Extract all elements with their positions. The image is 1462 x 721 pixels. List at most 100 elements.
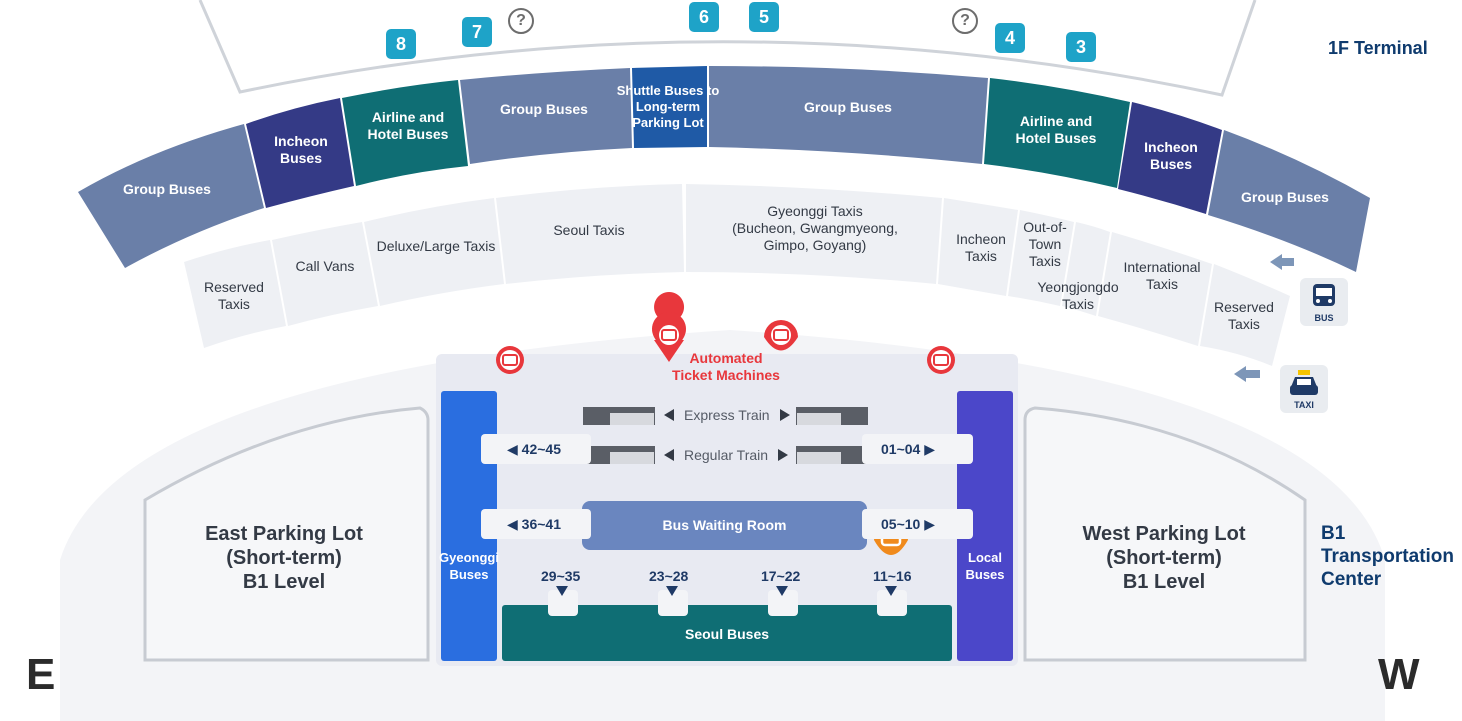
gyeonggi-taxis-label: Gyeonggi Taxis (Bucheon, Gwangmyeong, Gi… — [732, 202, 898, 253]
bay-bar-left-upper — [481, 434, 591, 464]
compass-west: W — [1378, 650, 1420, 699]
arrow-right-icon — [778, 449, 789, 461]
zone-group-buses-left[interactable] — [78, 124, 264, 268]
bay-bar-left-lower — [481, 509, 591, 539]
help-icon[interactable]: ? — [508, 8, 534, 34]
incheon-buses-left-label: Incheon Buses — [274, 133, 328, 166]
seoul-buses-label: Seoul Buses — [684, 625, 770, 642]
bus-waiting-room-label: Bus Waiting Room — [662, 517, 787, 533]
zone-airline-buses-right[interactable] — [984, 78, 1130, 188]
bay-17-22[interactable]: 17~22 — [761, 568, 801, 584]
bay-bar-right-upper — [862, 434, 973, 464]
gate-3-badge[interactable]: 3 — [1066, 32, 1096, 62]
deluxe-taxis-label: Deluxe/Large Taxis — [376, 237, 496, 254]
floor-label-1f: 1F Terminal — [1328, 38, 1428, 58]
call-vans-label: Call Vans — [295, 257, 355, 274]
bus-legend-icon[interactable]: BUS — [1300, 278, 1348, 326]
arrow-down-icon — [556, 586, 568, 596]
group-buses-right-label: Group Buses — [1241, 188, 1329, 205]
gate-7-badge[interactable]: 7 — [462, 17, 492, 47]
zone-call-vans[interactable] — [272, 222, 378, 326]
regular-train-label: Regular Train — [684, 447, 769, 463]
arrow-right-icon — [779, 409, 790, 421]
zone-shuttle-buses[interactable] — [632, 66, 707, 148]
zone-group-buses-right[interactable] — [1208, 130, 1370, 272]
zone-yeongjongdo-taxis[interactable] — [1062, 222, 1110, 316]
reserved-taxis-left-label: Reserved Taxis — [204, 279, 264, 312]
bus-legend-caption: BUS — [1314, 313, 1334, 323]
bay-11-16[interactable]: 11~16 — [873, 568, 912, 584]
taxi-legend-icon[interactable]: TAXI — [1280, 365, 1328, 413]
bay-01-04[interactable]: 01~04 ▶ — [881, 441, 935, 457]
incheon-taxis-label: Incheon Taxis — [956, 231, 1006, 264]
gate-8-badge[interactable]: 8 — [386, 29, 416, 59]
ticket-machine-pin-icon[interactable] — [764, 320, 798, 351]
bay-23-28[interactable]: 23~28 — [649, 568, 689, 584]
seoul-taxis-label: Seoul Taxis — [553, 221, 625, 238]
bay-36-41-label: 36~41 — [521, 516, 561, 532]
zone-gyeonggi-taxis[interactable] — [686, 184, 942, 284]
ticket-machine-pin-icon[interactable] — [652, 292, 686, 362]
floor-label-b1: B1 Transportation Center — [1321, 523, 1455, 590]
ticket-machine-icon[interactable] — [927, 346, 955, 374]
out-of-town-taxis-label: Out-of- Town Taxis — [1023, 218, 1067, 269]
zone-incheon-taxis[interactable] — [938, 198, 1018, 296]
gate-5-badge[interactable]: 5 — [749, 2, 779, 32]
bay-42-45-label: 42~45 — [521, 441, 561, 457]
zone-airline-buses-left[interactable] — [342, 80, 468, 186]
express-train-row: Express Train — [664, 407, 790, 423]
taxi-legend-caption: TAXI — [1294, 400, 1314, 410]
west-parking-lot[interactable] — [1023, 406, 1307, 662]
express-train-label: Express Train — [684, 407, 770, 423]
east-parking-label: East Parking Lot (Short-term) B1 Level — [205, 523, 363, 593]
zone-out-of-town-taxis[interactable] — [1008, 210, 1074, 306]
zone-incheon-buses-left[interactable] — [246, 98, 354, 208]
zone-international-taxis[interactable] — [1098, 232, 1212, 346]
compass-east: E — [26, 650, 56, 699]
bay-01-04-label: 01~04 — [881, 441, 921, 457]
group-buses-center-left-label: Group Buses — [500, 100, 588, 117]
east-parking-lot[interactable] — [143, 406, 430, 662]
local-buses-label: Local Buses — [965, 550, 1005, 582]
gate-4-badge[interactable]: 4 — [995, 23, 1025, 53]
incheon-buses-right-label: Incheon Buses — [1144, 139, 1198, 172]
bay-05-10-label: 05~10 — [881, 516, 921, 532]
arrow-left-icon — [664, 449, 674, 461]
bus-waiting-room[interactable] — [582, 501, 867, 550]
bay-29-35[interactable]: 29~35 — [541, 568, 581, 584]
help-icon[interactable]: ? — [952, 8, 978, 34]
zone-group-buses-center-right[interactable] — [709, 66, 988, 164]
arrow-down-icon — [776, 586, 788, 596]
seoul-buses-bar[interactable] — [502, 605, 952, 661]
ticket-machines-label: Automated Ticket Machines — [672, 350, 780, 383]
airline-buses-right-label: Airline and Hotel Buses — [1015, 113, 1097, 146]
arrow-down-icon — [666, 586, 678, 596]
zone-reserved-taxis-right[interactable] — [1200, 264, 1290, 366]
group-buses-left-label: Group Buses — [123, 180, 211, 197]
bay-42-45[interactable]: ◀ 42~45 — [507, 441, 561, 457]
group-buses-center-right-label: Group Buses — [804, 98, 892, 115]
ticket-machine-icon[interactable] — [496, 346, 524, 374]
airline-buses-left-label: Airline and Hotel Buses — [367, 109, 449, 142]
yeongjongdo-taxis-label: Yeongjongdo Taxis — [1037, 279, 1119, 312]
international-taxis-label: International Taxis — [1123, 259, 1201, 292]
bay-bar-right-lower — [862, 509, 973, 539]
gate-6-badge[interactable]: 6 — [689, 2, 719, 32]
zone-incheon-buses-right[interactable] — [1118, 102, 1222, 214]
regular-train-row: Regular Train — [664, 447, 789, 463]
zone-reserved-taxis-left[interactable] — [184, 240, 286, 348]
zone-seoul-taxis[interactable] — [496, 184, 684, 284]
reserved-taxis-right-label: Reserved Taxis — [1214, 299, 1274, 332]
taxi-direction-arrow-icon — [1234, 366, 1260, 382]
zone-group-buses-center-left[interactable] — [460, 68, 632, 164]
bay-36-41[interactable]: ◀ 36~41 — [507, 516, 561, 532]
arrow-down-icon — [885, 586, 897, 596]
zone-deluxe-taxis[interactable] — [364, 198, 504, 306]
shuttle-buses-label: Shuttle Buses to Long-term Parking Lot — [616, 83, 720, 130]
bay-05-10[interactable]: 05~10 ▶ — [881, 516, 935, 532]
west-parking-label: West Parking Lot (Short-term) B1 Level — [1082, 523, 1246, 593]
arrow-left-icon — [664, 409, 674, 421]
gyeonggi-buses-label: Gyeonggi Buses — [439, 550, 499, 582]
